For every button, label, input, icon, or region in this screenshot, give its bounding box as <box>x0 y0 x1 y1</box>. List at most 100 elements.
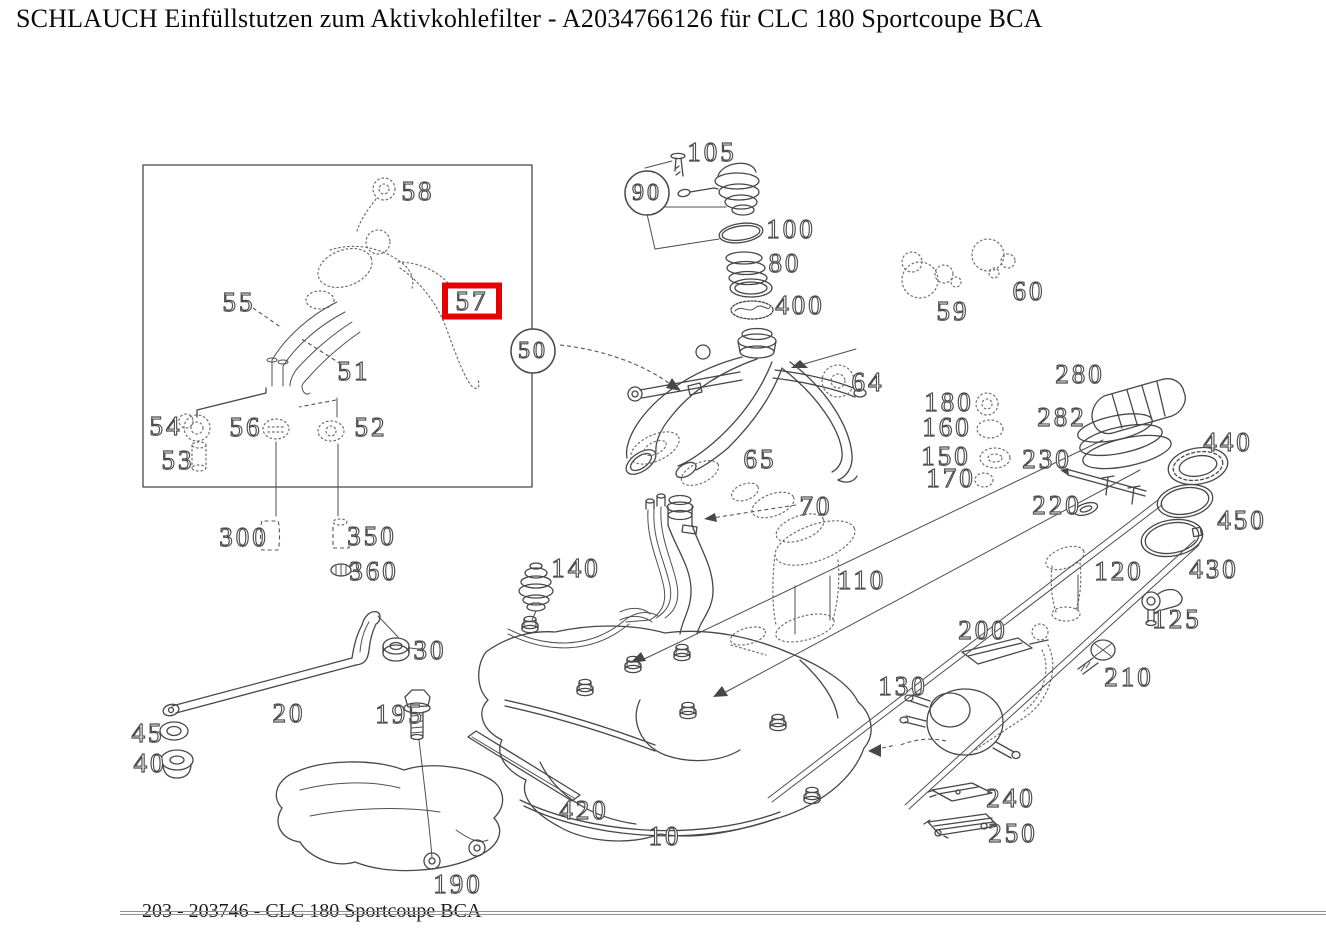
part-label-group-430[interactable]: 430 <box>1189 553 1239 584</box>
part-label-group-440[interactable]: 440 <box>1203 426 1253 457</box>
part-label-group-20[interactable]: 20 <box>272 697 306 728</box>
part-label-52[interactable]: 52 <box>354 411 388 442</box>
part-label-210[interactable]: 210 <box>1104 661 1154 692</box>
part-label-57[interactable]: 57 <box>455 285 489 316</box>
part-label-group-56[interactable]: 56 <box>229 411 263 442</box>
part-label-440[interactable]: 440 <box>1203 426 1253 457</box>
part-label-125[interactable]: 125 <box>1152 603 1202 634</box>
part-label-100[interactable]: 100 <box>766 213 816 244</box>
part-label-140[interactable]: 140 <box>551 552 601 583</box>
part-label-150[interactable]: 150 <box>921 440 971 471</box>
part-label-group-54[interactable]: 54 <box>149 410 183 441</box>
part-label-53[interactable]: 53 <box>161 444 195 475</box>
part-label-45[interactable]: 45 <box>131 717 165 748</box>
part-label-70[interactable]: 70 <box>799 490 833 521</box>
part-label-group-210[interactable]: 210 <box>1104 661 1154 692</box>
part-label-group-52[interactable]: 52 <box>354 411 388 442</box>
part-label-55[interactable]: 55 <box>222 286 256 317</box>
part-label-group-110[interactable]: 110 <box>837 564 887 595</box>
part-label-40[interactable]: 40 <box>133 747 167 778</box>
part-label-group-240[interactable]: 240 <box>986 782 1036 813</box>
part-label-group-105[interactable]: 105 <box>687 136 737 167</box>
part-label-group-220[interactable]: 220 <box>1032 489 1082 520</box>
part-label-350[interactable]: 350 <box>347 520 397 551</box>
part-label-group-60[interactable]: 60 <box>1012 275 1046 306</box>
part-label-group-190[interactable]: 190 <box>433 868 483 899</box>
part-label-group-420[interactable]: 420 <box>559 794 609 825</box>
part-label-group-55[interactable]: 55 <box>222 286 256 317</box>
part-label-group-100[interactable]: 100 <box>766 213 816 244</box>
part-label-360[interactable]: 360 <box>349 555 399 586</box>
part-label-group-80[interactable]: 80 <box>768 247 802 278</box>
part-label-group-300[interactable]: 300 <box>219 521 269 552</box>
part-label-10[interactable]: 10 <box>648 820 682 851</box>
part-label-group-140[interactable]: 140 <box>551 552 601 583</box>
part-label-280[interactable]: 280 <box>1055 358 1105 389</box>
part-label-400[interactable]: 400 <box>775 289 825 320</box>
part-label-group-45[interactable]: 45 <box>131 717 165 748</box>
part-label-group-150[interactable]: 150 <box>921 440 971 471</box>
part-label-group-450[interactable]: 450 <box>1217 504 1267 535</box>
part-label-group-200[interactable]: 200 <box>958 614 1008 645</box>
part-label-group-125[interactable]: 125 <box>1152 603 1202 634</box>
part-label-54[interactable]: 54 <box>149 410 183 441</box>
part-label-group-10[interactable]: 10 <box>648 820 682 851</box>
part-label-58[interactable]: 58 <box>401 175 435 206</box>
part-label-group-70[interactable]: 70 <box>799 490 833 521</box>
part-label-group-280[interactable]: 280 <box>1055 358 1105 389</box>
part-label-group-59[interactable]: 59 <box>936 295 970 326</box>
part-label-450[interactable]: 450 <box>1217 504 1267 535</box>
part-label-group-90[interactable]: 90 <box>624 170 670 216</box>
part-label-group-195[interactable]: 195 <box>375 698 425 729</box>
part-label-group-65[interactable]: 65 <box>743 443 777 474</box>
part-label-group-50[interactable]: 50 <box>510 328 556 374</box>
part-label-20[interactable]: 20 <box>272 697 306 728</box>
part-label-group-40[interactable]: 40 <box>133 747 167 778</box>
part-label-30[interactable]: 30 <box>413 634 447 665</box>
part-label-240[interactable]: 240 <box>986 782 1036 813</box>
part-label-group-282[interactable]: 282 <box>1037 401 1087 432</box>
part-label-190[interactable]: 190 <box>433 868 483 899</box>
part-label-90[interactable]: 90 <box>631 179 662 206</box>
part-label-group-30[interactable]: 30 <box>413 634 447 665</box>
part-label-300[interactable]: 300 <box>219 521 269 552</box>
part-label-group-57[interactable]: 57 <box>442 282 502 320</box>
part-label-60[interactable]: 60 <box>1012 275 1046 306</box>
part-label-group-51[interactable]: 51 <box>337 355 371 386</box>
part-label-group-400[interactable]: 400 <box>775 289 825 320</box>
part-label-200[interactable]: 200 <box>958 614 1008 645</box>
part-label-group-350[interactable]: 350 <box>347 520 397 551</box>
part-label-250[interactable]: 250 <box>988 817 1038 848</box>
part-label-110[interactable]: 110 <box>837 564 887 595</box>
part-label-420[interactable]: 420 <box>559 794 609 825</box>
part-label-group-360[interactable]: 360 <box>349 555 399 586</box>
part-label-120[interactable]: 120 <box>1094 555 1144 586</box>
part-label-group-230[interactable]: 230 <box>1022 443 1072 474</box>
part-label-group-250[interactable]: 250 <box>988 817 1038 848</box>
part-label-160[interactable]: 160 <box>922 411 972 442</box>
part-label-51[interactable]: 51 <box>337 355 371 386</box>
part-label-56[interactable]: 56 <box>229 411 263 442</box>
part-label-220[interactable]: 220 <box>1032 489 1082 520</box>
part-label-group-170[interactable]: 170 <box>926 462 976 493</box>
part-label-59[interactable]: 59 <box>936 295 970 326</box>
part-label-130[interactable]: 130 <box>878 670 928 701</box>
part-label-group-58[interactable]: 58 <box>401 175 435 206</box>
part-label-50[interactable]: 50 <box>517 337 548 364</box>
part-label-80[interactable]: 80 <box>768 247 802 278</box>
part-label-65[interactable]: 65 <box>743 443 777 474</box>
part-label-group-160[interactable]: 160 <box>922 411 972 442</box>
part-label-180[interactable]: 180 <box>924 386 974 417</box>
part-label-group-64[interactable]: 64 <box>851 366 885 397</box>
part-label-group-53[interactable]: 53 <box>161 444 195 475</box>
part-label-105[interactable]: 105 <box>687 136 737 167</box>
part-label-group-120[interactable]: 120 <box>1094 555 1144 586</box>
part-label-170[interactable]: 170 <box>926 462 976 493</box>
part-label-group-130[interactable]: 130 <box>878 670 928 701</box>
part-label-64[interactable]: 64 <box>851 366 885 397</box>
part-label-195[interactable]: 195 <box>375 698 425 729</box>
part-label-group-180[interactable]: 180 <box>924 386 974 417</box>
part-label-430[interactable]: 430 <box>1189 553 1239 584</box>
part-label-230[interactable]: 230 <box>1022 443 1072 474</box>
part-label-282[interactable]: 282 <box>1037 401 1087 432</box>
